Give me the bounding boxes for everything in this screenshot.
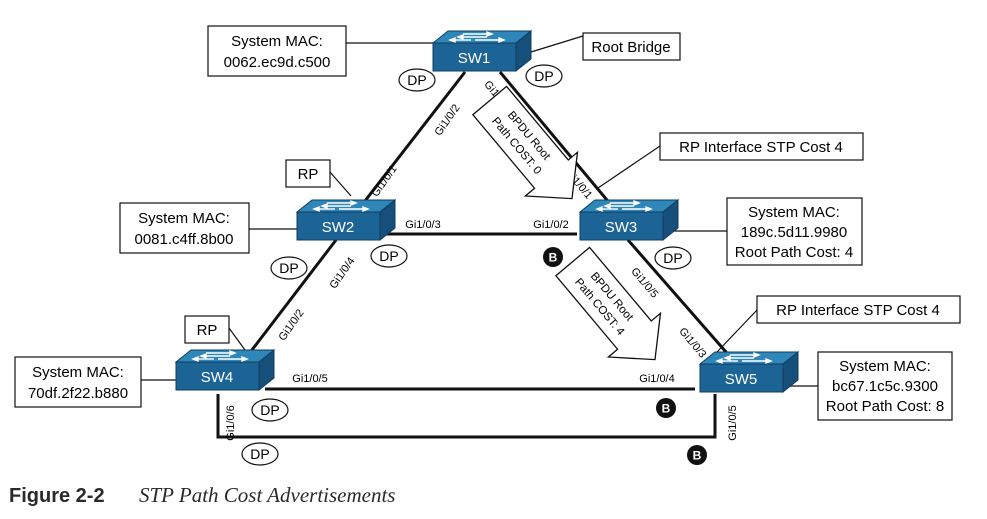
sw3-rp-label: RP Interface STP Cost 4 xyxy=(679,139,843,156)
switch-label: SW4 xyxy=(201,369,234,386)
port-sw5-gi1-0-5: Gi1/0/5 xyxy=(727,405,739,440)
blocked-port-badge xyxy=(687,445,707,465)
bpdu-arrow-shape xyxy=(471,85,579,200)
leader-sw4-rp xyxy=(228,327,246,351)
blocked-label: B xyxy=(662,402,671,416)
sw3-info-line1: System MAC: xyxy=(748,204,840,221)
dp-label: DP xyxy=(379,248,398,264)
port-sw4-gi1-0-5: Gi1/0/5 xyxy=(292,373,327,385)
port-sw2-gi1-0-1: Gi1/0/1 xyxy=(369,163,399,199)
sw5-info-line2: bc67.1c5c.9300 xyxy=(832,378,938,395)
bpdu-arrow-shape xyxy=(554,246,662,361)
port-sw4-gi1-0-6: Gi1/0/6 xyxy=(225,405,237,440)
switch-sw1[interactable]: SW1 xyxy=(432,30,532,72)
dp-label: DP xyxy=(279,260,298,276)
sw2-mac-box xyxy=(119,202,250,254)
sw5-info-box xyxy=(817,351,953,421)
switch-label: SW5 xyxy=(725,371,758,388)
bpdu-arrow-sw3-sw5: BPDU Root Path COST: 4 xyxy=(554,246,662,361)
switch-label: SW3 xyxy=(605,219,638,236)
links xyxy=(216,71,735,439)
port-sw5-gi1-0-3: Gi1/0/3 xyxy=(676,326,708,361)
switch-label: SW2 xyxy=(322,219,355,236)
port-sw5-gi1-0-4: Gi1/0/4 xyxy=(639,373,674,385)
sw5-rp-box xyxy=(756,295,961,324)
blocked-label: B xyxy=(549,251,558,265)
dp-label: DP xyxy=(260,402,279,418)
dp-tag xyxy=(251,398,289,422)
bpdu-arrow-sw1-sw3: BPDU Root Path COST: 0 xyxy=(471,85,579,200)
blocked-badges xyxy=(543,247,707,465)
port-sw2-gi1-0-3: Gi1/0/3 xyxy=(405,219,440,231)
blocked-port-badge xyxy=(656,398,676,418)
sw4-rp-box xyxy=(184,315,230,344)
sw3-info-box xyxy=(726,197,863,266)
port-sw3-gi1-0-2: Gi1/0/2 xyxy=(533,219,568,231)
sw1-mac-line1: System MAC: xyxy=(231,33,323,50)
dp-label: DP xyxy=(534,68,553,84)
sw4-rp-label: RP xyxy=(197,322,218,339)
link-sw1-sw3 xyxy=(498,71,619,213)
leader-sw5-rp xyxy=(716,309,758,353)
dp-tag xyxy=(370,244,408,268)
dp-tags xyxy=(241,64,692,466)
sw4-mac-line1: System MAC: xyxy=(32,364,124,381)
sw5-rp-label: RP Interface STP Cost 4 xyxy=(776,302,940,319)
root-bridge-label: Root Bridge xyxy=(591,39,670,56)
blocked-label: B xyxy=(693,449,702,463)
sw5-info-line1: System MAC: xyxy=(839,358,931,375)
figure-label: Figure 2-2 xyxy=(9,485,105,507)
sw4-mac-line2: 70df.2f22.b880 xyxy=(28,385,128,402)
root-bridge-box xyxy=(582,32,681,61)
leader-sw2-rp xyxy=(329,171,352,197)
dp-label: DP xyxy=(407,72,426,88)
switch-sw3[interactable]: SW3 xyxy=(579,199,679,241)
dp-tag xyxy=(525,64,563,88)
callouts xyxy=(14,25,961,421)
sw2-mac-line1: System MAC: xyxy=(138,210,230,227)
switch-sw5[interactable]: SW5 xyxy=(699,351,799,393)
blocked-port-badge xyxy=(543,247,563,267)
link-sw3-sw5 xyxy=(626,239,735,361)
sw1-mac-box xyxy=(207,25,347,77)
dp-tag xyxy=(270,256,308,280)
dp-tag xyxy=(398,68,436,92)
port-sw2-gi1-0-4: Gi1/0/4 xyxy=(327,255,357,291)
sw2-mac-line2: 0081.c4ff.8b00 xyxy=(135,231,234,248)
dp-tag xyxy=(241,442,279,466)
sw5-info-line3: Root Path Cost: 8 xyxy=(826,398,944,415)
switch-sw4[interactable]: SW4 xyxy=(175,349,275,391)
leader-root-bridge xyxy=(530,35,584,53)
sw2-rp-box xyxy=(285,159,331,188)
sw4-mac-box xyxy=(14,356,142,408)
switch-sw2[interactable]: SW2 xyxy=(296,199,396,241)
figure-title: STP Path Cost Advertisements xyxy=(139,483,395,507)
link-sw4-sw5-bottom xyxy=(216,394,717,439)
sw1-mac-line2: 0062.ec9d.c500 xyxy=(224,54,331,71)
sw3-rp-box xyxy=(659,132,864,161)
dp-label: DP xyxy=(250,446,269,462)
leader-sw3-rp xyxy=(597,145,661,189)
dp-tag xyxy=(654,246,692,270)
sw3-info-line2: 189c.5d11.9980 xyxy=(741,224,848,241)
dp-label: DP xyxy=(663,250,682,266)
sw2-rp-label: RP xyxy=(298,166,319,183)
switch-label: SW1 xyxy=(458,50,491,67)
callout-leaders xyxy=(141,35,818,387)
sw3-info-line3: Root Path Cost: 4 xyxy=(735,244,853,261)
